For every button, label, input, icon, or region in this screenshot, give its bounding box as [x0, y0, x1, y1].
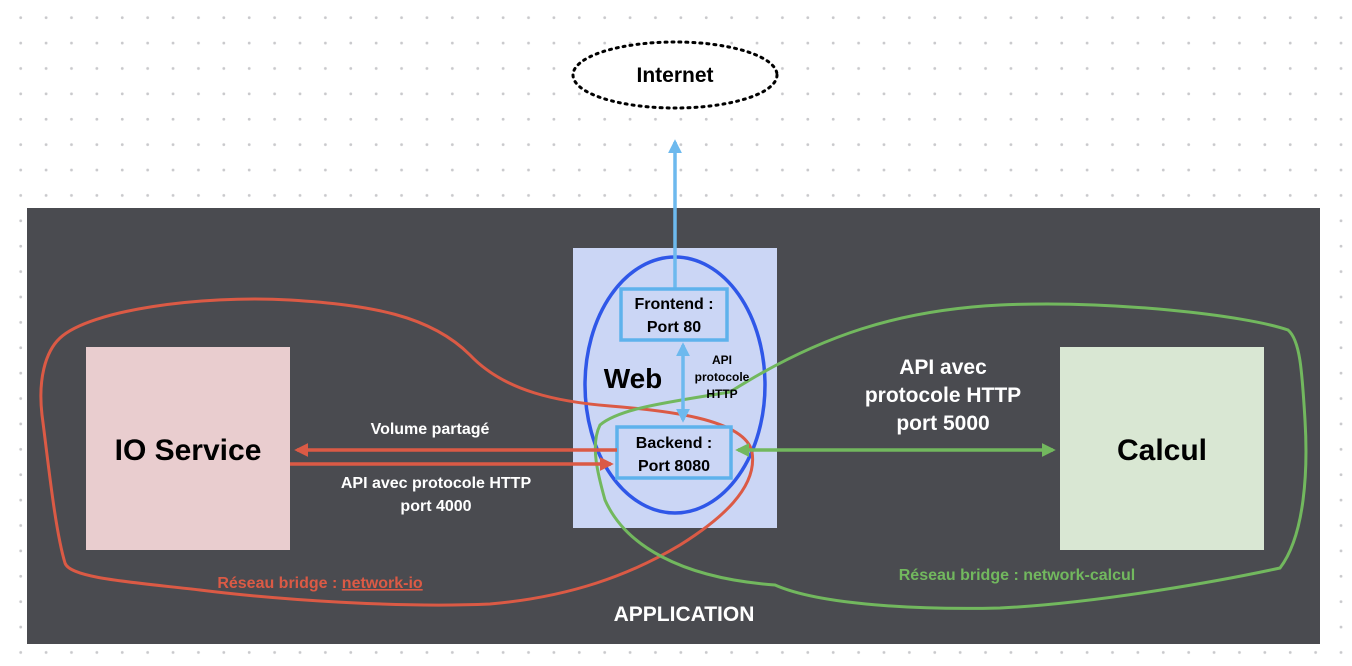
io-api-label-1: API avec protocole HTTP [341, 475, 532, 492]
internal-api-label-1: API [712, 353, 732, 367]
network-io-prefix: Réseau bridge : [217, 575, 341, 592]
frontend-port-box[interactable]: Frontend : Port 80 [619, 287, 729, 342]
network-io-name: network-io [342, 575, 423, 592]
backend-title: Backend : [636, 435, 712, 452]
io-service-node[interactable]: IO Service [86, 347, 290, 550]
application-label: APPLICATION [614, 603, 755, 626]
internal-api-label-2: protocole [695, 370, 750, 384]
network-io-label: Réseau bridge : network-io [217, 575, 423, 592]
internet-label: Internet [636, 64, 713, 87]
network-calcul-boundary [593, 302, 1308, 610]
internet-node[interactable]: Internet [571, 40, 779, 110]
calcul-node[interactable]: Calcul [1060, 347, 1264, 550]
frontend-port: Port 80 [647, 319, 701, 336]
backend-port: Port 8080 [638, 458, 710, 475]
volume-label: Volume partagé [371, 421, 490, 438]
calcul-api-label-3: port 5000 [896, 412, 989, 435]
frontend-title: Frontend : [634, 296, 713, 313]
io-api-label-2: port 4000 [400, 498, 471, 515]
network-calcul-label: Réseau bridge : network-calcul [899, 567, 1136, 584]
calcul-label: Calcul [1117, 434, 1207, 467]
backend-port-box[interactable]: Backend : Port 8080 [615, 425, 733, 480]
calcul-api-label-2: protocole HTTP [865, 384, 1021, 407]
io-service-label: IO Service [115, 434, 262, 467]
web-label: Web [604, 363, 663, 394]
network-io-boundary [39, 297, 755, 607]
calcul-api-label-1: API avec [899, 356, 987, 379]
internal-api-label-3: HTTP [706, 387, 737, 401]
